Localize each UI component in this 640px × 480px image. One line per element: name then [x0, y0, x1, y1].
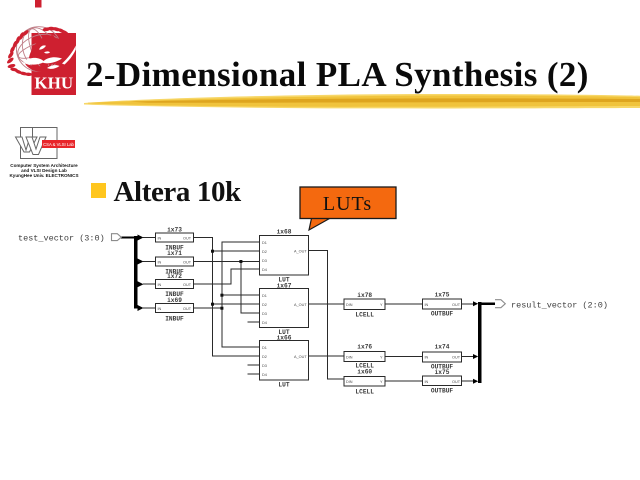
- svg-text:CSA & VLSI Lab: CSA & VLSI Lab: [43, 142, 74, 147]
- svg-text:ix75: ix75: [435, 292, 450, 299]
- svg-text:OUT: OUT: [183, 307, 192, 311]
- svg-text:ix74: ix74: [435, 344, 450, 351]
- svg-text:IN: IN: [425, 303, 429, 307]
- svg-text:OUT: OUT: [183, 261, 192, 265]
- svg-text:D3: D3: [262, 312, 267, 316]
- svg-text:D3: D3: [262, 259, 267, 263]
- svg-text:LCELL: LCELL: [355, 363, 374, 370]
- svg-text:ix71: ix71: [167, 250, 182, 257]
- svg-text:LUT: LUT: [278, 329, 289, 336]
- svg-text:OUTBUF: OUTBUF: [431, 388, 454, 395]
- svg-text:IN: IN: [158, 307, 162, 311]
- svg-text:D1: D1: [262, 346, 267, 350]
- svg-text:D2: D2: [262, 355, 267, 359]
- svg-text:A_OUT: A_OUT: [294, 250, 307, 254]
- svg-text:INBUF: INBUF: [165, 245, 184, 252]
- svg-text:ix67: ix67: [277, 282, 292, 289]
- svg-text:and VLSI Design Lab: and VLSI Design Lab: [21, 168, 67, 173]
- svg-text:OUT: OUT: [452, 380, 461, 384]
- svg-text:LCELL: LCELL: [355, 389, 374, 396]
- svg-text:IN: IN: [158, 283, 162, 287]
- svg-text:ix72: ix72: [167, 273, 182, 280]
- svg-text:D3: D3: [262, 364, 267, 368]
- svg-text:D1: D1: [262, 241, 267, 245]
- svg-text:ix60: ix60: [357, 369, 372, 376]
- svg-text:OUT: OUT: [452, 303, 461, 307]
- svg-text:IN: IN: [425, 380, 429, 384]
- svg-text:OUT: OUT: [183, 237, 192, 241]
- svg-text:D4: D4: [262, 373, 267, 377]
- svg-text:D2: D2: [262, 250, 267, 254]
- svg-text:Computer System Architecture: Computer System Architecture: [10, 163, 78, 168]
- svg-text:D4: D4: [262, 268, 267, 272]
- svg-text:IN: IN: [425, 356, 429, 360]
- svg-text:LUTs: LUTs: [323, 193, 372, 215]
- svg-text:result_vector (2:0): result_vector (2:0): [511, 300, 608, 310]
- svg-text:IN: IN: [158, 261, 162, 265]
- svg-text:A_OUT: A_OUT: [294, 355, 307, 359]
- svg-text:DIN: DIN: [346, 356, 353, 360]
- svg-text:KyungHee Univ. ELECTRONICS: KyungHee Univ. ELECTRONICS: [9, 173, 78, 178]
- svg-text:INBUF: INBUF: [165, 291, 184, 298]
- svg-text:LUT: LUT: [278, 382, 289, 389]
- svg-text:ix66: ix66: [277, 334, 292, 341]
- svg-text:OUTBUF: OUTBUF: [431, 311, 454, 318]
- svg-text:ix68: ix68: [277, 229, 292, 236]
- svg-text:OUT: OUT: [183, 283, 192, 287]
- svg-text:INBUF: INBUF: [165, 316, 184, 323]
- svg-text:ix69: ix69: [167, 297, 182, 304]
- svg-text:Y: Y: [380, 356, 383, 360]
- svg-text:A_OUT: A_OUT: [294, 303, 307, 307]
- svg-text:DIN: DIN: [346, 380, 353, 384]
- svg-text:test_vector (3:0): test_vector (3:0): [18, 234, 105, 244]
- svg-text:LUT: LUT: [278, 277, 289, 284]
- svg-text:OUT: OUT: [452, 356, 461, 360]
- svg-text:Y: Y: [380, 303, 383, 307]
- svg-text:IN: IN: [158, 237, 162, 241]
- svg-text:ix73: ix73: [167, 227, 182, 234]
- svg-text:ix78: ix78: [357, 292, 372, 299]
- svg-text:LCELL: LCELL: [355, 312, 374, 319]
- svg-text:DIN: DIN: [346, 303, 353, 307]
- svg-text:INBUF: INBUF: [165, 269, 184, 276]
- svg-text:D2: D2: [262, 303, 267, 307]
- svg-text:KHU: KHU: [34, 74, 73, 93]
- svg-text:D4: D4: [262, 321, 267, 325]
- svg-text:D1: D1: [262, 294, 267, 298]
- svg-text:Y: Y: [380, 380, 383, 384]
- svg-text:ix76: ix76: [357, 344, 372, 351]
- svg-text:OUTBUF: OUTBUF: [431, 363, 454, 370]
- svg-text:ix75: ix75: [435, 369, 450, 376]
